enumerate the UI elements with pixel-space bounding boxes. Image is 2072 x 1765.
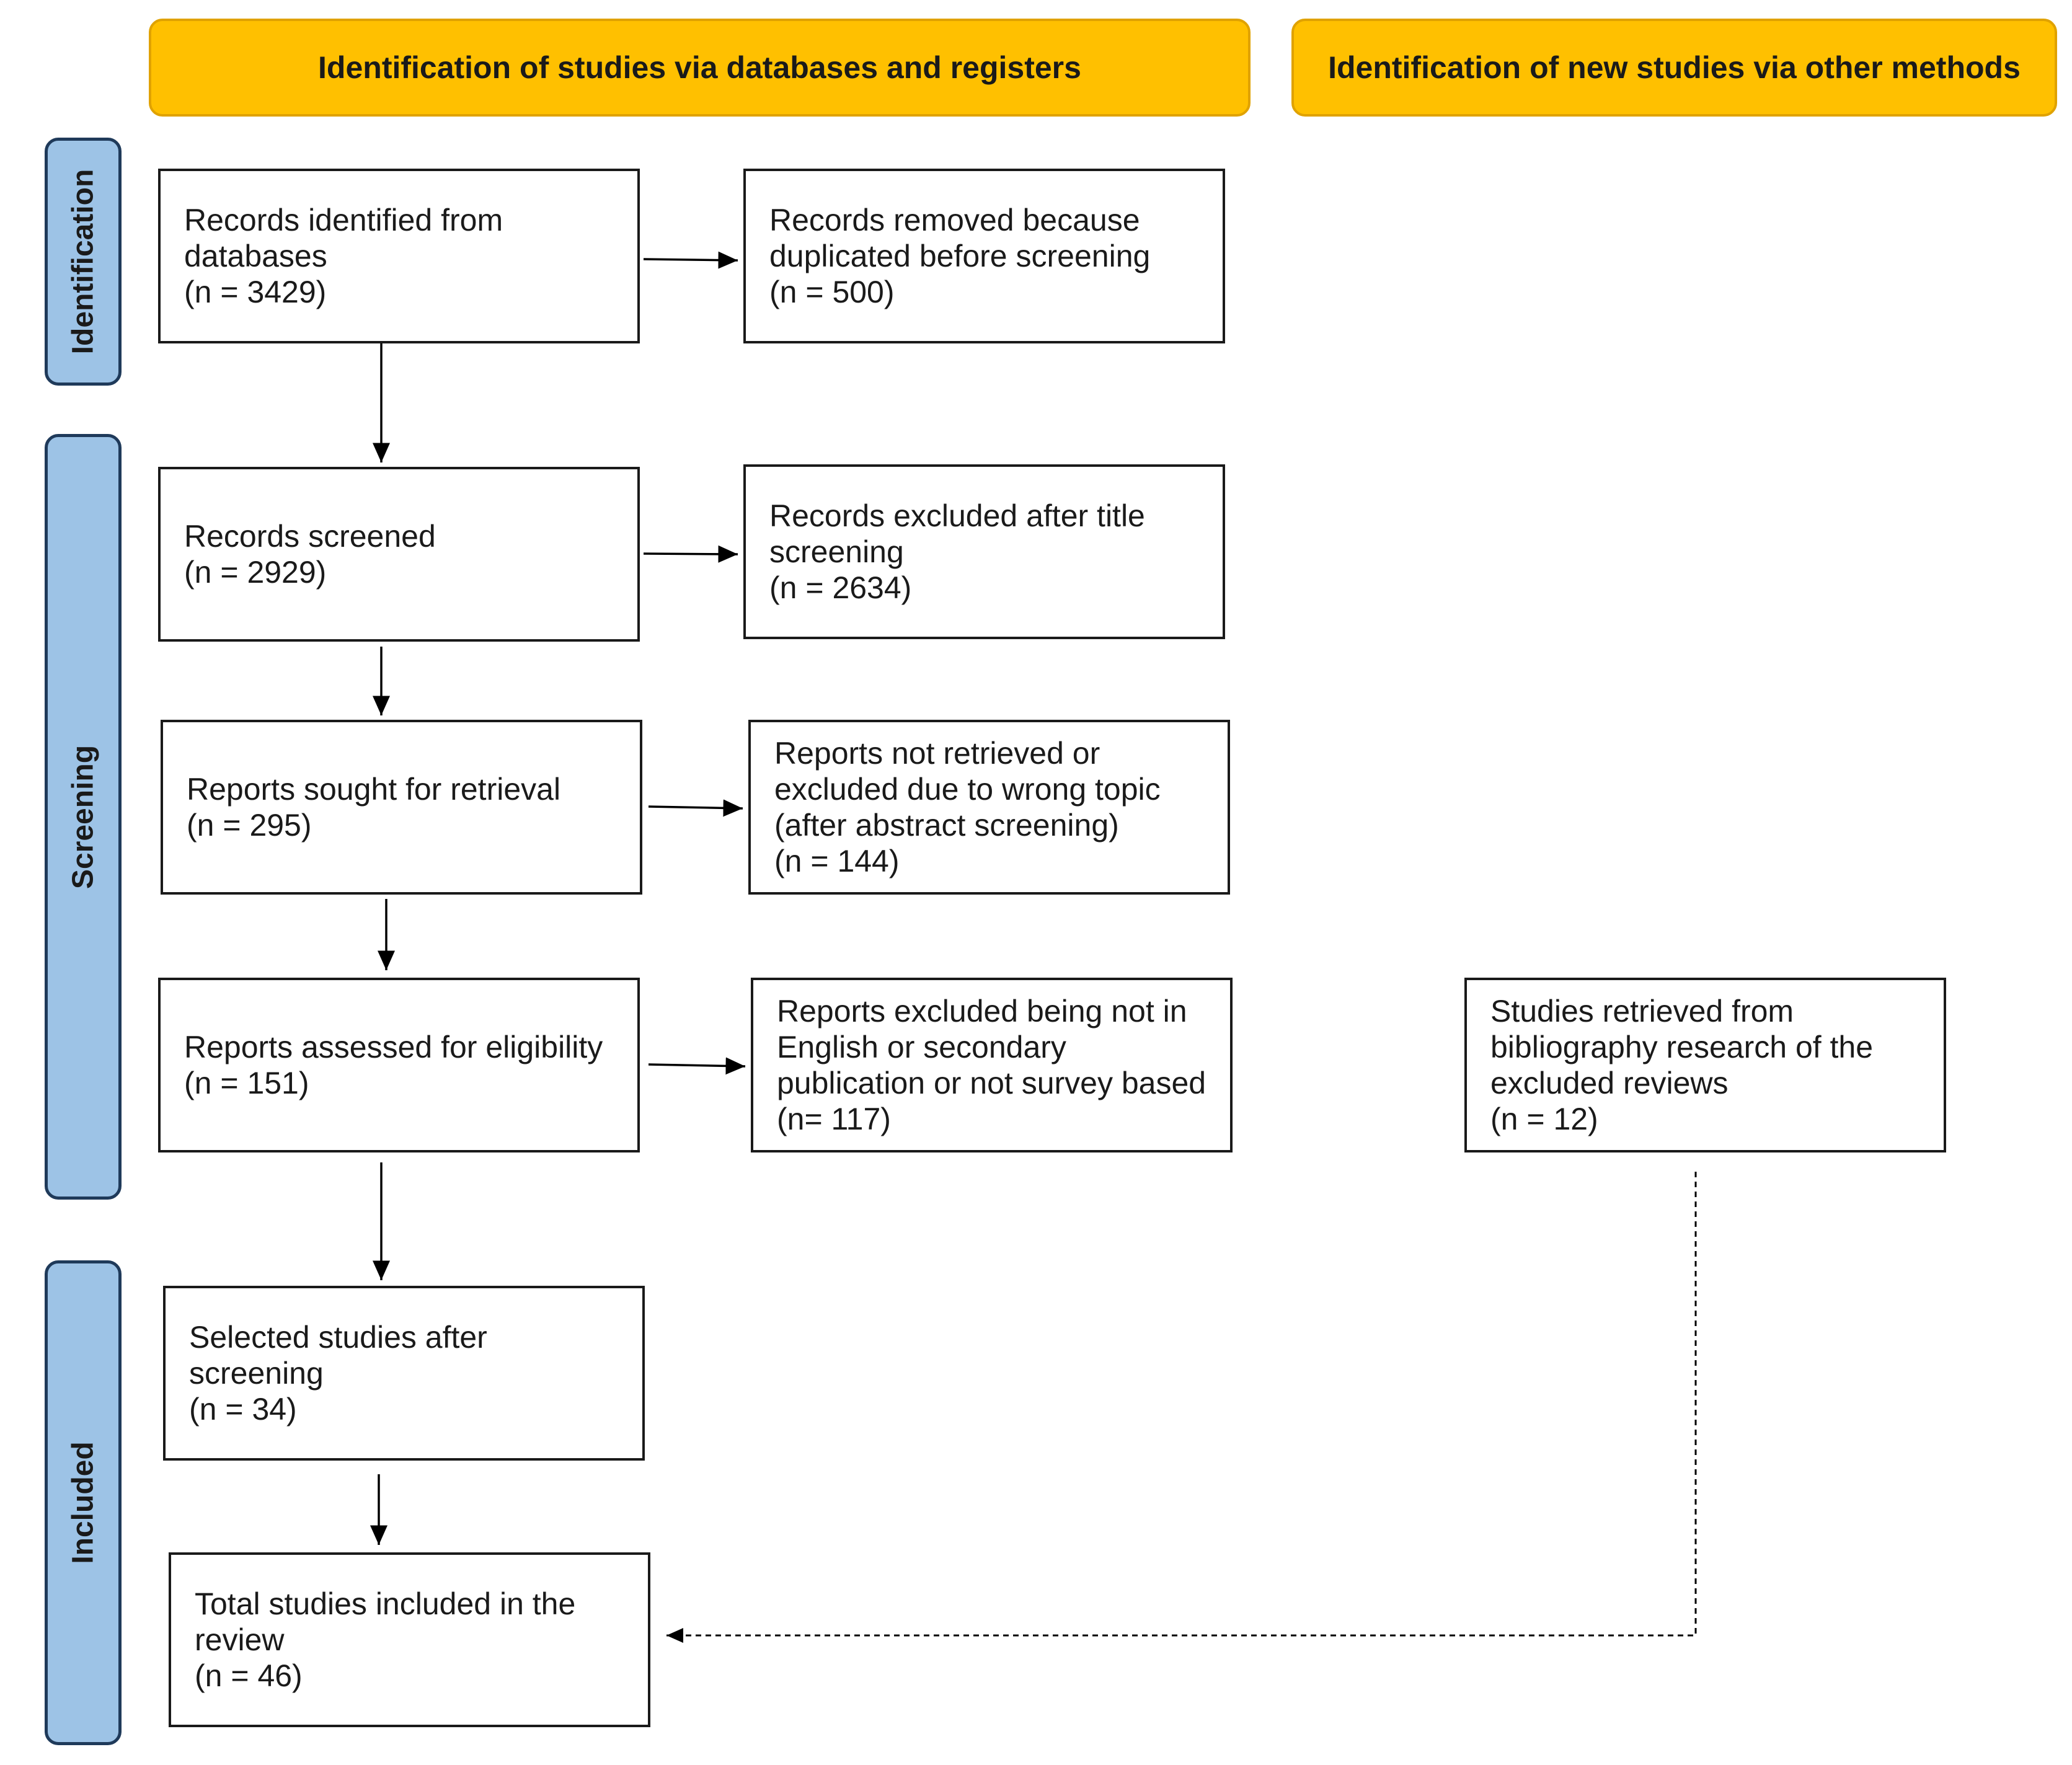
box-line: duplicated before screening (769, 239, 1151, 273)
box-line: (n = 500) (769, 275, 895, 309)
box-line: (n = 34) (189, 1392, 297, 1427)
box-line: (n = 3429) (184, 275, 327, 309)
phase-screening: Screening (45, 434, 122, 1200)
box-records-screened: Records screened (n = 2929) (158, 467, 640, 642)
box-line: (n = 2929) (184, 555, 327, 590)
box-line: Total studies included in the (195, 1586, 576, 1621)
box-line: Reports sought for retrieval (187, 772, 561, 807)
box-line: Reports assessed for eligibility (184, 1030, 603, 1064)
box-line: (n = 2634) (769, 570, 912, 605)
box-line: (n= 117) (777, 1102, 891, 1136)
box-line: screening (189, 1356, 324, 1391)
box-line: publication or not survey based (777, 1066, 1206, 1100)
box-line: Records removed because (769, 203, 1140, 237)
header-other-methods-text: Identification of new studies via other … (1328, 50, 2021, 85)
box-line: Selected studies after (189, 1320, 487, 1355)
box-line: screening (769, 534, 904, 569)
header-databases: Identification of studies via databases … (149, 19, 1251, 117)
dashed-connector-retrieved-to-total (666, 1172, 1697, 1643)
arrow-sought-to-notretrieved (648, 799, 743, 817)
box-reports-not-retrieved: Reports not retrieved or excluded due to… (748, 720, 1230, 895)
box-line: (n = 144) (774, 844, 900, 878)
box-studies-retrieved: Studies retrieved from bibliography rese… (1464, 978, 1946, 1152)
box-line: excluded due to wrong topic (774, 772, 1161, 807)
arrow-assessed-to-excluded (648, 1057, 746, 1075)
box-records-removed: Records removed because duplicated befor… (743, 169, 1225, 343)
box-line: databases (184, 239, 327, 273)
box-line: Records excluded after title (769, 498, 1145, 533)
box-line: English or secondary (777, 1030, 1066, 1064)
header-other-methods: Identification of new studies via other … (1291, 19, 2057, 117)
box-total-included: Total studies included in the review (n … (169, 1552, 650, 1727)
box-line: (n = 295) (187, 808, 312, 843)
box-line: (n = 46) (195, 1658, 303, 1693)
phase-identification: Identification (45, 138, 122, 386)
box-line: Records screened (184, 519, 436, 554)
header-databases-text: Identification of studies via databases … (318, 50, 1081, 85)
box-line: (n = 12) (1490, 1102, 1598, 1136)
box-line: (after abstract screening) (774, 808, 1119, 843)
box-reports-assessed: Reports assessed for eligibility (n = 15… (158, 978, 640, 1152)
box-selected-studies: Selected studies after screening (n = 34… (163, 1286, 645, 1461)
box-line: review (195, 1622, 285, 1657)
phase-included: Included (45, 1260, 122, 1745)
box-line: Reports excluded being not in (777, 994, 1187, 1028)
box-records-identified: Records identified from databases (n = 3… (158, 169, 640, 343)
box-reports-excluded: Reports excluded being not in English or… (751, 978, 1233, 1152)
arrow-identified-to-removed (643, 251, 738, 269)
box-reports-sought: Reports sought for retrieval (n = 295) (161, 720, 642, 895)
box-line: Studies retrieved from (1490, 994, 1794, 1028)
box-line: (n = 151) (184, 1066, 309, 1100)
box-line: excluded reviews (1490, 1066, 1729, 1100)
box-line: Records identified from (184, 203, 503, 237)
box-line: bibliography research of the (1490, 1030, 1874, 1064)
box-line: Reports not retrieved or (774, 736, 1100, 771)
box-records-excluded: Records excluded after title screening (… (743, 464, 1225, 639)
